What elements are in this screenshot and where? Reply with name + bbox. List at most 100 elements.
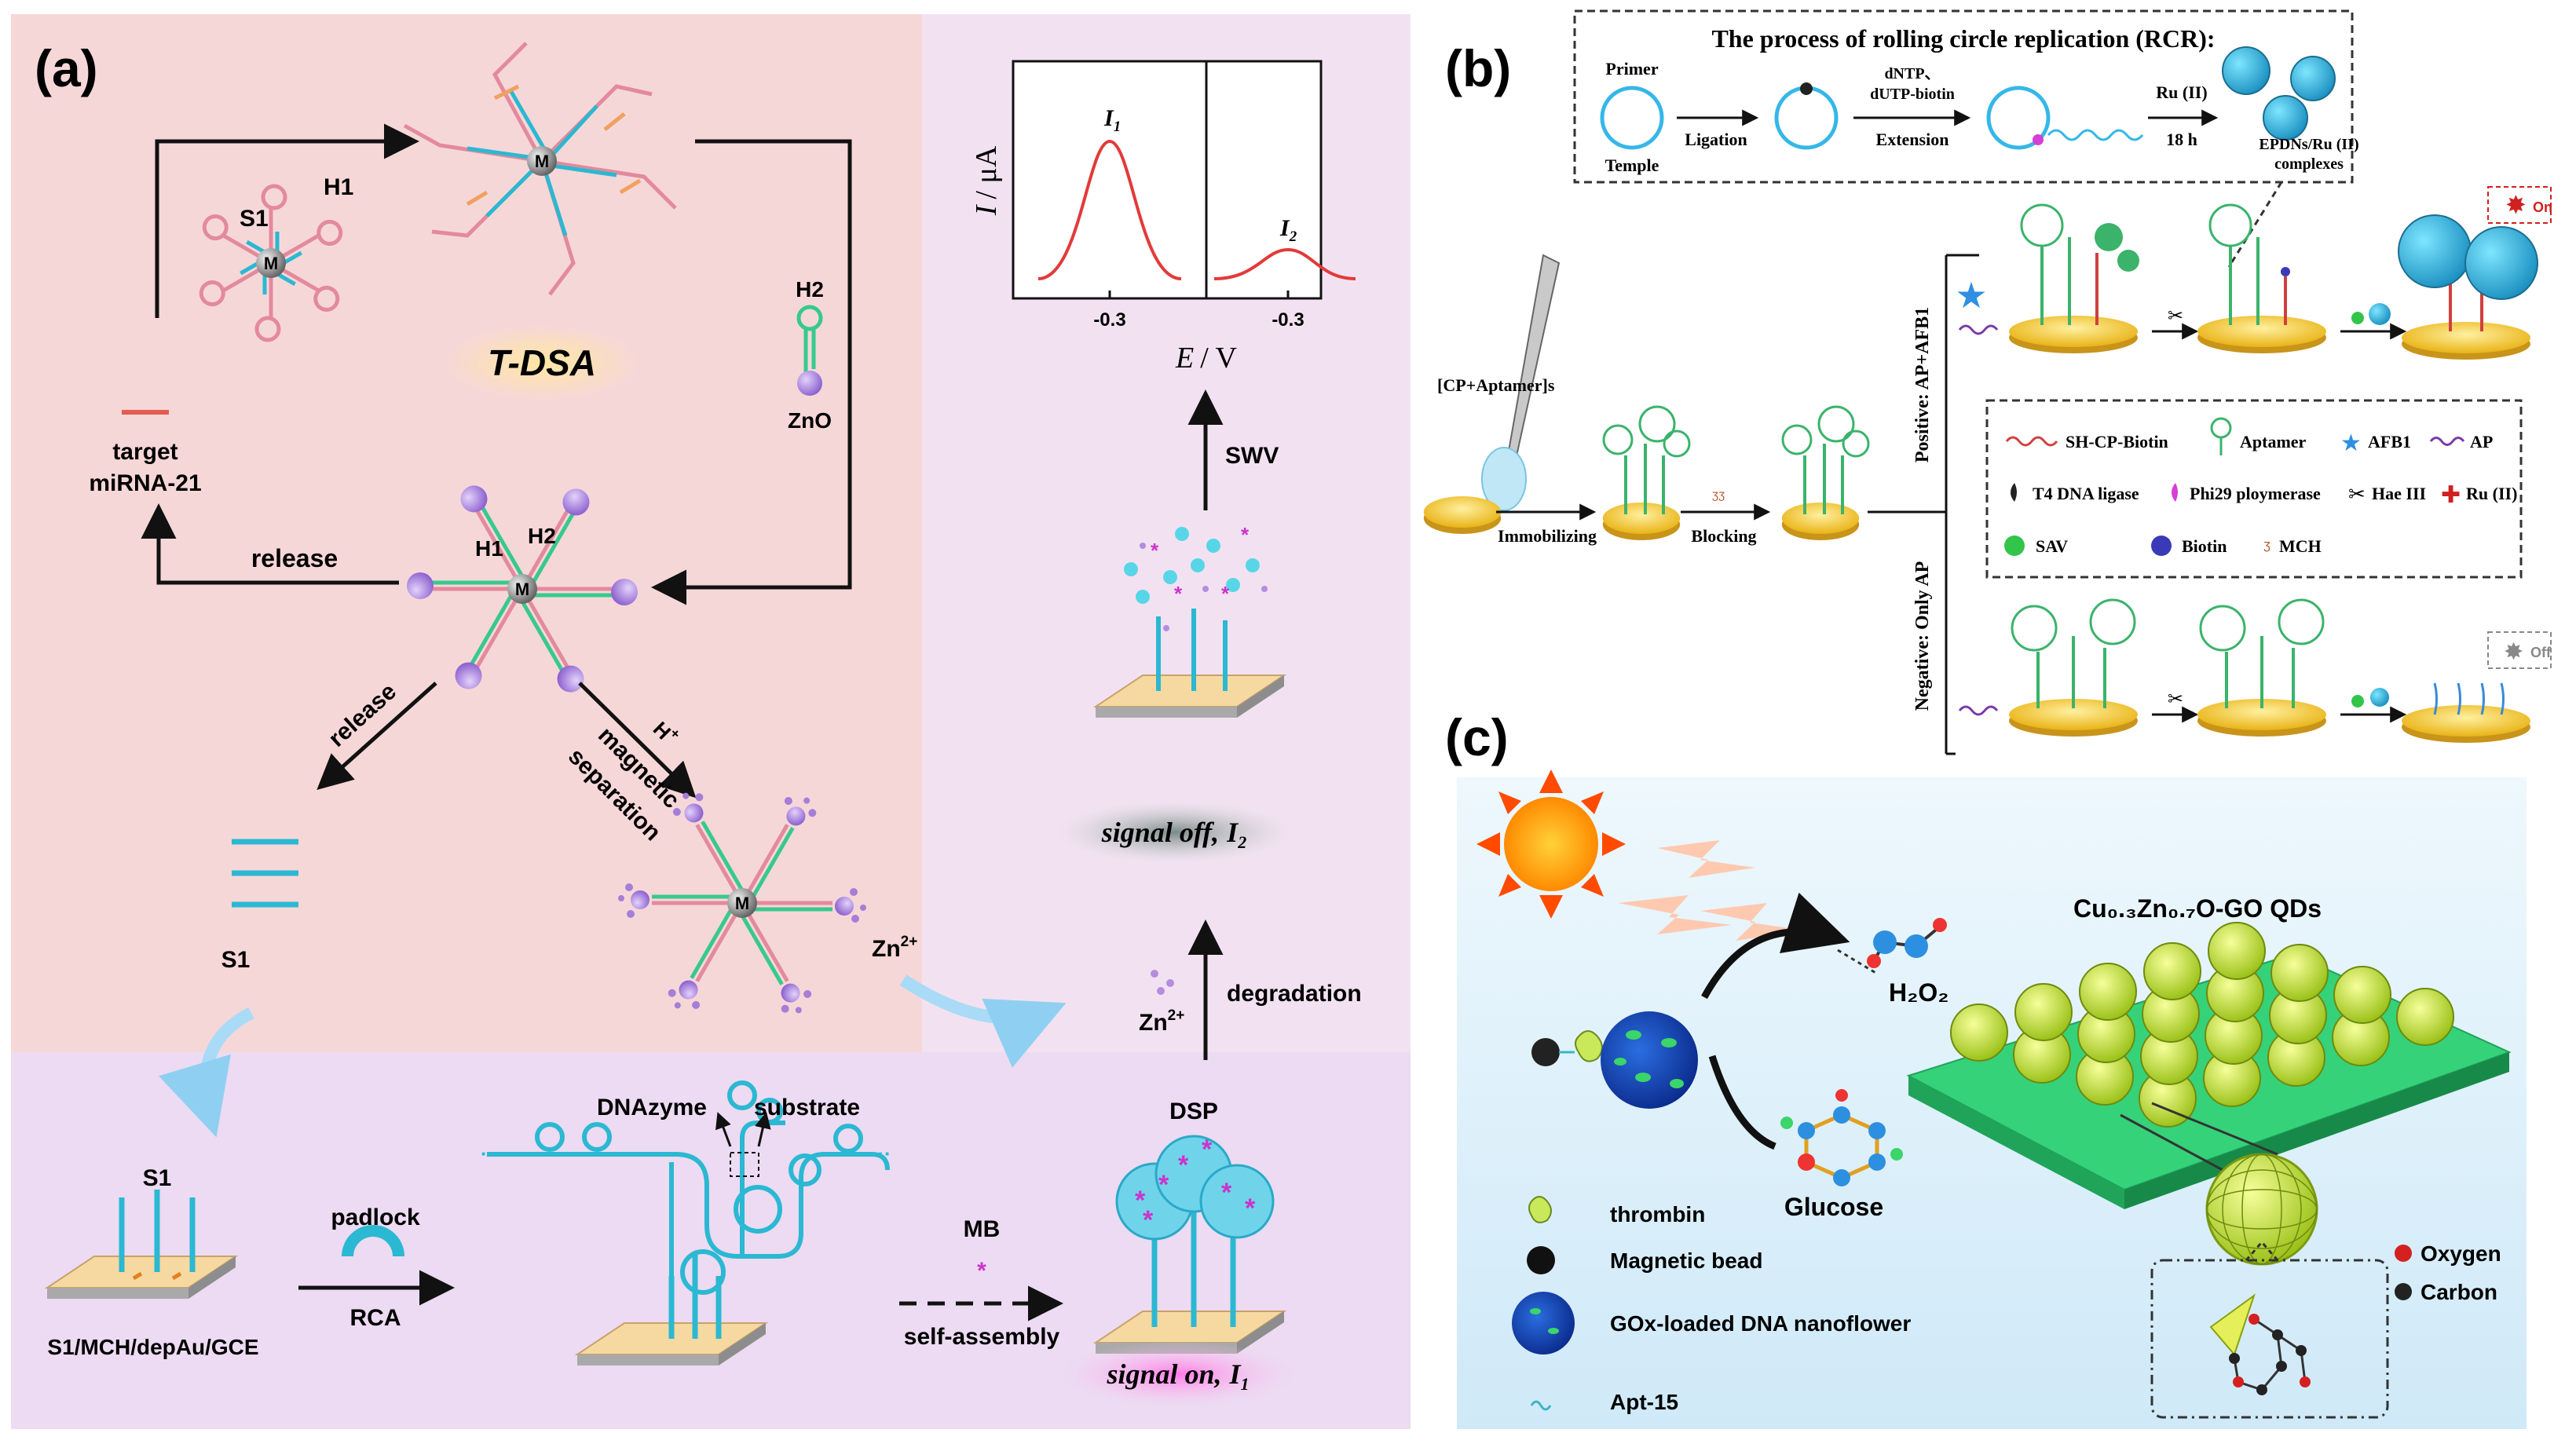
legend-item-0: SH-CP-Biotin — [2066, 432, 2168, 451]
substrate-pointer — [755, 1111, 771, 1147]
immobilized-electrode — [1602, 405, 1691, 540]
panel-c: (c) — [1445, 708, 2527, 1429]
zoomed-qd-mesh — [2206, 1153, 2318, 1265]
degradation-label: degradation — [1227, 981, 1362, 1007]
legend-item-8: SAV — [2036, 536, 2068, 556]
arrow-to-h2o2 — [1701, 892, 1850, 1000]
signal-on-glow — [1060, 1341, 1296, 1407]
arrow-to-tdsa — [155, 123, 419, 318]
legend-magnetic-bead-icon — [1527, 1246, 1555, 1274]
electrode-label: S1/MCH/depAu/GCE — [47, 1335, 258, 1359]
quantum-dot — [2079, 963, 2137, 1021]
dnazyme-label: DNAzyme — [597, 1095, 707, 1120]
svg-text:*: * — [1221, 582, 1230, 605]
legend-item-10: MCH — [2279, 536, 2322, 556]
h1-label: H1 — [324, 174, 353, 200]
primer-circle — [1600, 86, 1664, 150]
positive-electrode-final — [2398, 214, 2538, 360]
dnazyme-pointer — [715, 1112, 732, 1147]
rcr-product-strand — [2047, 129, 2144, 141]
legend-item-9: Biotin — [2182, 536, 2227, 556]
x-axis-label: E/ V — [1175, 342, 1238, 375]
peak-i2-curve — [1213, 247, 1356, 280]
complex-core-label: M — [515, 579, 529, 599]
rca-strand-dots-right: ···· — [864, 1142, 891, 1165]
mb-star-icon: * — [977, 1258, 986, 1284]
peak-i1-curve — [1037, 139, 1182, 280]
svg-text:*: * — [1221, 1178, 1232, 1208]
positive-electrode-2 — [2197, 203, 2326, 353]
legend-phi29-icon — [2172, 483, 2178, 502]
core-m-label: M — [264, 254, 278, 273]
blocking-label: Blocking — [1691, 526, 1756, 546]
panel-a: (a) M S1 H1 — [11, 14, 1411, 1429]
s1-electrode-top-label: S1 — [143, 1165, 172, 1191]
cone-icon — [2209, 1293, 2256, 1356]
negative-epdn-icon — [2370, 688, 2389, 707]
s1-hairpin-assembly: M — [197, 186, 345, 340]
target-line2: miRNA-21 — [89, 470, 201, 496]
legend-biotin-icon — [2151, 536, 2172, 556]
legend-item-1: Aptamer — [2240, 432, 2307, 451]
epdns-icon — [2222, 46, 2336, 141]
svg-text:*: * — [1135, 1186, 1146, 1216]
negative-scissors-icon: ✂ — [2168, 689, 2183, 710]
legend-item-5: Phi29 ploymerase — [2190, 484, 2321, 503]
s1-electrode — [46, 1190, 236, 1300]
zn2-degradation-label: Zn2+ — [1139, 1007, 1184, 1036]
panel-a-pink-region — [11, 14, 922, 1052]
complex-h1-label: H1 — [475, 536, 503, 561]
off-burst-icon: ✸ — [2504, 639, 2523, 665]
zoomed-qd-icon — [2205, 1153, 2318, 1266]
cp-aptamer-label: [CP+Aptamer]s — [1437, 375, 1555, 395]
panel-b: (b) The process of rolling circle replic… — [1423, 9, 2552, 755]
oxygen-label: Oxygen — [2420, 1241, 2501, 1266]
blue-arrow-zn-to-degradation — [899, 974, 1067, 1068]
quantum-dot — [2333, 966, 2391, 1024]
signal-off-electrode: * * * * — [1095, 523, 1285, 718]
immobilizing-label: Immobilizing — [1498, 526, 1597, 546]
dnazyme-box — [730, 1152, 759, 1177]
dsp-electrode: * * * * * * * — [1095, 1135, 1285, 1354]
scissors-icon: ✂ — [2168, 305, 2183, 327]
signal-off-label: signal off,I2 — [1101, 817, 1246, 852]
extension-label: Extension — [1876, 130, 1949, 149]
complex-h2-label: H2 — [528, 524, 556, 548]
tdsa-label: T-DSA — [488, 342, 596, 383]
magnetic-core-icon — [256, 248, 286, 278]
mb-label: MB — [964, 1216, 1001, 1242]
phi29-icon — [2033, 134, 2044, 145]
tick2-label: -0.3 — [1272, 309, 1304, 331]
h1-h2-complex: M — [407, 485, 638, 693]
primer-label: Primer — [1605, 59, 1658, 79]
zoom-line-1 — [2120, 1113, 2223, 1172]
svg-text:*: * — [1245, 1194, 1256, 1223]
panel-c-label: (c) — [1445, 708, 1509, 766]
legend-mch-icon: ᶾ — [2263, 537, 2270, 558]
quantum-dot — [2396, 988, 2454, 1046]
dntp-line1: dNTP、 — [1884, 65, 1940, 82]
quantum-dot — [2143, 942, 2201, 1000]
negative-electrode-1 — [2009, 598, 2138, 737]
rca-strand-dots-left: ···· — [481, 1142, 508, 1165]
rcr-title: The process of rolling circle replicatio… — [1711, 24, 2215, 53]
legend-item-4: T4 DNA ligase — [2033, 484, 2139, 503]
zn2-label: Zn2+ — [872, 934, 917, 962]
ligation-label: Ligation — [1685, 130, 1747, 149]
carbon-legend-icon — [2395, 1283, 2412, 1300]
rca-long-strand — [487, 1080, 890, 1295]
zno-label: ZnO — [788, 408, 832, 433]
ru-label: Ru (II) — [2156, 82, 2207, 102]
free-s1-strands — [232, 839, 298, 908]
rcr-pointer — [2227, 181, 2283, 268]
swv-plot: I1 I2 -0.3 -0.3 E/ V I/ μA — [970, 60, 1356, 375]
h2o2-molecule-icon — [1867, 918, 1947, 968]
magnetic-bead-icon — [1531, 1038, 1560, 1066]
tdsa-glow — [444, 325, 640, 400]
temple-label: Temple — [1605, 155, 1659, 175]
pipette-icon — [1481, 254, 1561, 511]
dsp-label: DSP — [1169, 1099, 1218, 1124]
h2-zno-probe — [796, 305, 823, 396]
legend-ap-icon — [2429, 437, 2465, 446]
